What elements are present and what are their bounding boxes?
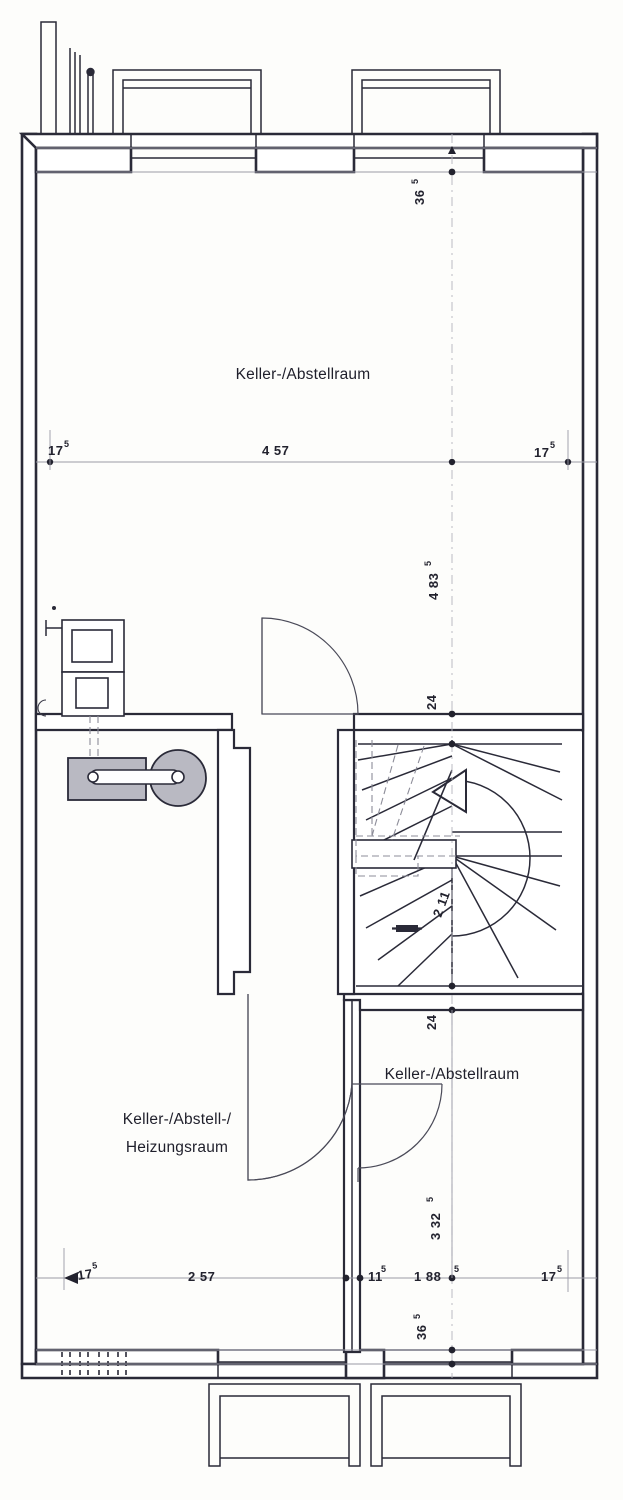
room-label-keller-abstellraum-lower: Keller-/Abstellraum (385, 1066, 520, 1083)
stair-upper-flight-ghost (355, 740, 460, 877)
dim-bottom-partition-sup: 5 (381, 1264, 386, 1274)
exterior-wall-left (20, 132, 38, 1366)
dim-upper-span: 4 57 (262, 443, 289, 458)
stair-step-marker (392, 925, 422, 932)
dim-upper-right-wall-sup: 5 (550, 440, 555, 450)
dim-top-band-sup: 5 (410, 179, 420, 184)
swing-door-lower (247, 994, 443, 1182)
swing-door-upper (261, 617, 359, 715)
dim-lower-right-vertical: 3 32 (428, 1213, 443, 1240)
dim-lower-right-vertical-sup: 5 (425, 1197, 435, 1202)
dim-bottom-right-wall: 17 (541, 1269, 556, 1284)
interior-wall-lower-horizontal (342, 992, 585, 1012)
interior-wall-vertical-left (216, 728, 252, 996)
stair-hall-wall-left (336, 728, 356, 996)
dim-upper-right-wall: 17 (534, 445, 549, 460)
stair-direction-arrow-icon (413, 768, 467, 861)
dim-stair-bottom-wall: 24 (424, 1014, 439, 1030)
interior-wall-upper-horizontal (34, 712, 585, 732)
dim-upper-left-wall-sup: 5 (64, 439, 69, 449)
heating-equipment-group (37, 606, 207, 807)
exterior-wall-right (581, 132, 599, 1366)
dim-bottom-band-sup: 5 (412, 1314, 422, 1319)
connection-pipe (89, 769, 181, 785)
dim-bottom-partition: 11 (368, 1269, 383, 1284)
dim-mid-vertical-sup: 5 (423, 561, 433, 566)
dim-bottom-left-wall: 17 (76, 1266, 93, 1283)
dim-stair-top-wall: 24 (424, 694, 439, 710)
dim-bottom-left-wall-sup: 5 (91, 1260, 97, 1271)
room-label-keller-abstellraum-upper: Keller-/Abstellraum (236, 366, 371, 383)
dim-bottom-span-right: 1 88 (414, 1269, 441, 1284)
dimension-labels: 36 5 17 5 4 57 17 5 4 83 5 24 2 11 (48, 179, 562, 1340)
dim-bottom-right-wall-sup: 5 (557, 1264, 562, 1274)
room-label-heizungsraum-line2: Heizungsraum (126, 1139, 228, 1156)
dim-bottom-span-right-sup: 5 (454, 1264, 459, 1274)
dim-upper-left-wall: 17 (48, 443, 63, 458)
light-well-bottom-left (208, 1383, 361, 1467)
dimension-lines (36, 134, 597, 1378)
stair-core (351, 839, 457, 869)
dim-top-band: 36 (412, 190, 427, 205)
dim-bottom-span-left: 2 57 (188, 1269, 215, 1284)
exterior-wall-top (18, 132, 599, 174)
light-well-bottom-right (370, 1383, 522, 1467)
dim-bottom-band: 36 (414, 1325, 429, 1340)
room-label-heizungsraum-line1: Keller-/Abstell-/ (123, 1111, 232, 1128)
dim-mid-vertical: 4 83 (426, 573, 441, 600)
staircase (351, 732, 582, 992)
